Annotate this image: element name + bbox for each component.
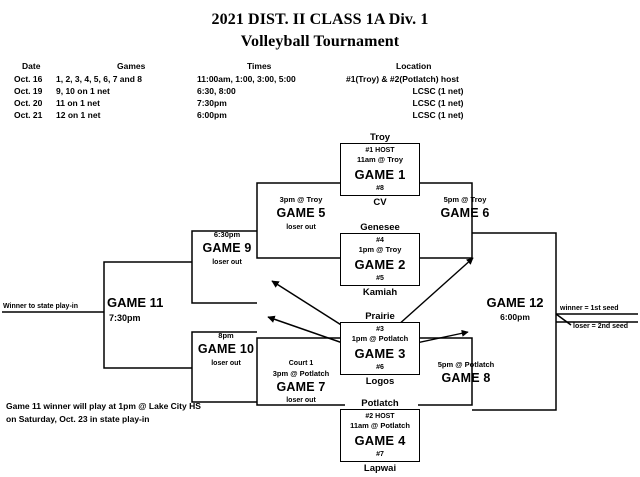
game-11-label: GAME 11 7:30pm [104,294,190,324]
game-5-when: 3pm @ Troy [279,195,323,204]
game-8-label: 5pm @ Potlatch GAME 8 [421,360,511,388]
game-2-bottom-team: Kamiah [362,287,398,298]
winner-first-seed-note: winner = 1st seed [560,305,619,312]
info-date-4: Oct. 21 [14,110,43,120]
game-8-when: 5pm @ Potlatch [437,360,495,369]
game-7-name: GAME 7 [276,379,326,394]
game-4-top-seed: #2 HOST [365,412,395,420]
game-5-name: GAME 5 [276,206,326,221]
winner-to-state-note: Winner to state play-in [3,303,79,310]
info-date-2: Oct. 19 [14,86,43,96]
game-10-status: loser out [211,359,241,367]
footnote-line-1: Game 11 winner will play at 1pm @ Lake C… [6,401,201,411]
matchup-box-game-2: #4 1pm @ Troy GAME 2 #5 [340,233,420,286]
matchup-box-game-1: #1 HOST 11am @ Troy GAME 1 #8 [340,143,420,196]
info-games-2: 9, 10 on 1 net [56,86,110,96]
info-times-1: 11:00am, 1:00, 3:00, 5:00 [197,74,296,84]
loser-second-seed-note: loser = 2nd seed [573,323,629,330]
game-4-when: 11am @ Potlatch [350,421,410,431]
game-2-name: GAME 2 [354,256,406,272]
game-4-bottom-team: Lapwai [363,463,397,474]
game-3-bottom-team: Logos [365,376,395,387]
game-9-status: loser out [212,258,242,266]
game-2-bottom-seed: #5 [376,274,384,282]
page-title-line2: Volleyball Tournament [240,33,400,50]
game-1-top-seed: #1 HOST [365,146,395,154]
game-3-top-team: Prairie [365,311,395,322]
game-1-bottom-seed: #8 [376,184,384,192]
game-6-label: 5pm @ Troy GAME 6 [421,195,509,223]
game-3-when: 1pm @ Potlatch [351,334,409,344]
game-6-when: 5pm @ Troy [443,195,487,204]
info-games-4: 12 on 1 net [56,110,101,120]
info-games-3: 11 on 1 net [56,98,100,108]
game-3-name: GAME 3 [354,345,406,361]
info-times-4: 6:00pm [197,110,227,120]
game-12-name: GAME 12 [486,295,544,310]
info-times-2: 6:30, 8:00 [197,86,236,96]
game-2-top-seed: #4 [376,236,384,244]
game-6-name: GAME 6 [440,206,490,221]
info-header-times: Times [247,61,272,71]
info-games-1: 1, 2, 3, 4, 5, 6, 7 and 8 [56,74,142,84]
matchup-box-game-4: #2 HOST 11am @ Potlatch GAME 4 #7 [340,409,420,462]
game-5-status: loser out [286,223,316,231]
game-5-label: 3pm @ Troy GAME 5 loser out [259,195,343,232]
info-location-1: #1(Troy) & #2(Potlatch) host [346,74,459,84]
info-date-1: Oct. 16 [14,74,43,84]
info-header-date: Date [22,61,41,71]
game-10-label: 8pm GAME 10 loser out [192,331,260,368]
game-7-label: Court 1 3pm @ Potlatch GAME 7 loser out [259,359,343,406]
info-location-3: LCSC (1 net) [412,98,464,108]
game-12-label: GAME 12 6:00pm [474,294,556,324]
game-7-status: loser out [286,397,316,405]
game-3-top-seed: #3 [376,325,384,333]
game-11-name: GAME 11 [107,295,164,310]
game-1-top-team: Troy [369,132,391,143]
game-1-name: GAME 1 [354,166,406,182]
page-title-line1: 2021 DIST. II CLASS 1A Div. 1 [211,11,429,28]
game-7-when: 3pm @ Potlatch [272,368,330,378]
matchup-box-game-3: #3 1pm @ Potlatch GAME 3 #6 [340,322,420,375]
footnote-line-2: on Saturday, Oct. 23 in state play-in [6,414,150,424]
game-9-name: GAME 9 [202,241,252,256]
game-8-name: GAME 8 [441,371,491,386]
info-date-3: Oct. 20 [14,98,43,108]
game-11-when: 7:30pm [109,313,141,324]
info-times-3: 7:30pm [197,98,227,108]
game-4-top-team: Potlatch [361,398,399,409]
info-location-4: LCSC (1 net) [412,110,464,120]
game-2-when: 1pm @ Troy [358,245,402,255]
game-10-when: 8pm [218,331,234,340]
game-2-top-team: Genesee [360,222,400,233]
game-9-when: 6:30pm [213,230,241,239]
game-12-when: 6:00pm [500,312,530,323]
game-7-court: Court 1 [288,360,314,367]
game-1-when: 11am @ Troy [356,155,404,165]
game-3-bottom-seed: #6 [376,363,384,371]
game-9-label: 6:30pm GAME 9 loser out [195,230,259,267]
info-header-location: Location [396,61,432,71]
game-1-bottom-team: CV [373,197,387,208]
game-4-name: GAME 4 [354,432,406,448]
info-location-2: LCSC (1 net) [412,86,464,96]
game-4-bottom-seed: #7 [376,450,384,458]
game-10-name: GAME 10 [197,342,255,357]
info-header-games: Games [117,61,146,71]
